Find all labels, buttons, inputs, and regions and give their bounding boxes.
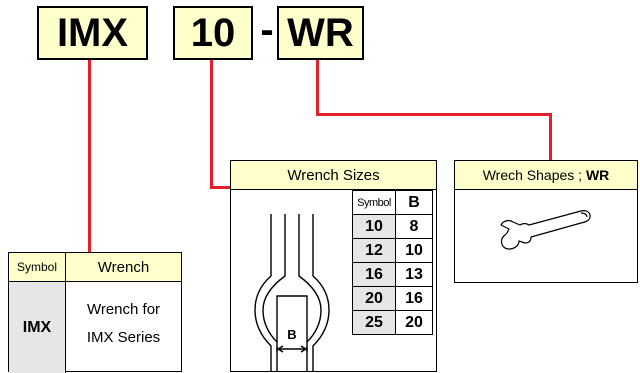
sizes-col-symbol: Symbol xyxy=(352,190,396,215)
series-code-box: IMX xyxy=(37,6,148,60)
size-b: 10 xyxy=(395,238,433,263)
sizes-grid: Symbol B 10 8 12 10 16 13 20 16 25 20 xyxy=(352,190,433,335)
connector-series xyxy=(88,60,91,252)
connector-shape-vertical-2 xyxy=(549,113,552,160)
size-symbol: 25 xyxy=(352,310,396,335)
size-b: 20 xyxy=(395,310,433,335)
shape-code: WR xyxy=(287,11,354,55)
table-row: 16 13 xyxy=(352,262,433,287)
size-symbol: 12 xyxy=(352,238,396,263)
size-symbol: 16 xyxy=(352,262,396,287)
code-separator: - xyxy=(260,8,274,52)
series-code: IMX xyxy=(56,11,129,55)
table-row: 12 10 xyxy=(352,238,433,263)
wrench-shapes-table: Wrech Shapes ; WR xyxy=(454,160,638,283)
size-b: 13 xyxy=(395,262,433,287)
wrench-desc-line1: Wrench for xyxy=(86,301,161,318)
table-row: 25 20 xyxy=(352,310,433,335)
connector-shape-vertical-1 xyxy=(316,60,319,115)
open-end-wrench-illustration xyxy=(254,214,330,371)
size-symbol: 20 xyxy=(352,286,396,311)
size-b: 16 xyxy=(395,286,433,311)
wrench-description: Wrench for IMX Series xyxy=(66,282,181,373)
size-symbol: 10 xyxy=(352,214,396,239)
connector-shape-horizontal xyxy=(316,113,552,116)
shape-code-box: WR xyxy=(277,6,364,60)
size-code-box: 10 xyxy=(173,6,253,60)
size-code: 10 xyxy=(190,11,236,55)
wrench-sizes-table: Wrench Sizes B Symbol B 10 8 12 10 16 xyxy=(230,160,437,372)
wrench-icon xyxy=(500,210,591,250)
size-b: 8 xyxy=(395,214,433,239)
wrench-col-wrench: Wrench xyxy=(97,258,150,276)
wrench-table: Symbol Wrench IMX Wrench for IMX Series xyxy=(8,252,182,373)
table-row: 10 8 xyxy=(352,214,433,239)
wrench-desc-line2: IMX Series xyxy=(86,329,161,346)
connector-size-horizontal xyxy=(210,186,231,189)
connector-size-vertical xyxy=(210,60,213,189)
wrench-symbol-cell: IMX xyxy=(9,282,66,373)
wrench-symbol: IMX xyxy=(22,318,52,336)
wrench-col-symbol: Symbol xyxy=(9,253,66,281)
table-row: 20 16 xyxy=(352,286,433,311)
wrench-sizes-title: Wrench Sizes xyxy=(231,161,436,190)
sizes-col-b: B xyxy=(395,190,433,215)
dimension-label-b: B xyxy=(287,327,297,342)
wrench-shapes-title-code: WR xyxy=(585,167,610,183)
wrench-shapes-title-prefix: Wrech Shapes ; xyxy=(482,167,586,183)
wrench-shapes-title: Wrech Shapes ; WR xyxy=(455,161,637,190)
